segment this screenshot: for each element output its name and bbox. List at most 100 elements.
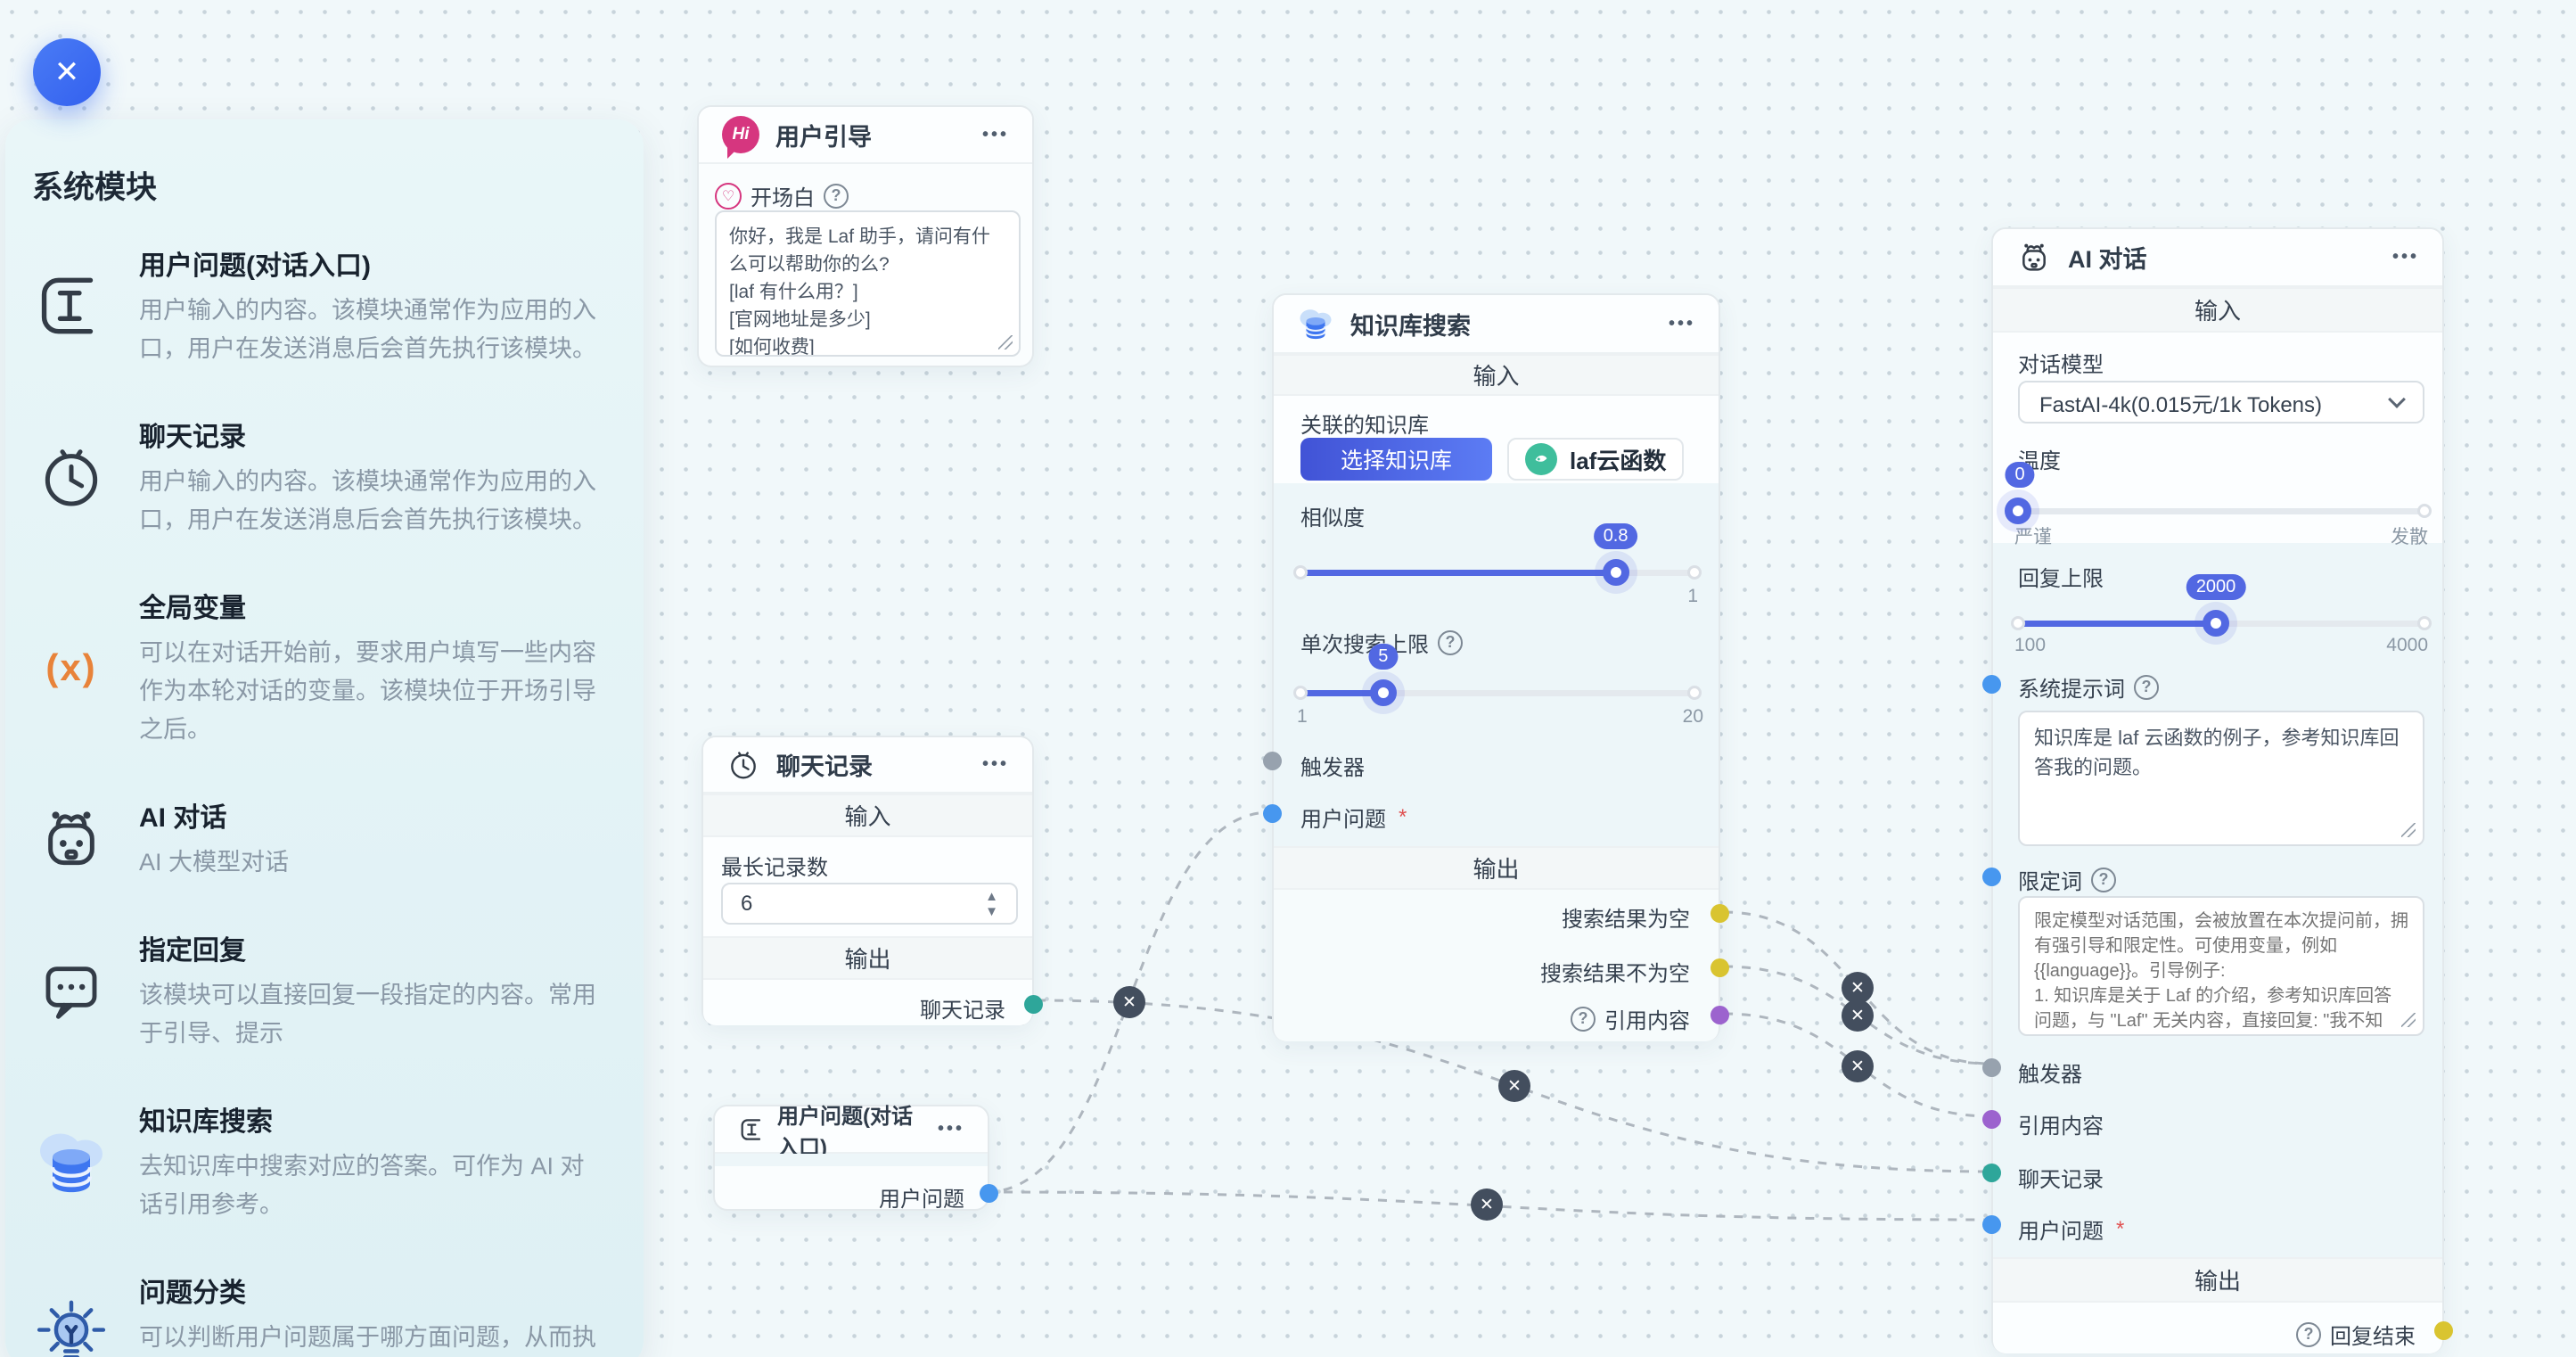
robot-icon <box>2022 243 2046 271</box>
search-limit-slider[interactable]: 5 1 20 <box>1293 644 1703 727</box>
delete-edge-icon[interactable]: ✕ <box>1471 1188 1503 1221</box>
output-section-band: 输出 <box>703 936 1032 980</box>
slider-min: 100 <box>2014 635 2047 655</box>
help-icon[interactable]: ? <box>1571 1006 1596 1032</box>
max-records-input[interactable]: 6 ▲▼ <box>721 883 1018 925</box>
more-menu-icon[interactable]: ••• <box>981 754 1009 774</box>
sidebar-item-ai-chat[interactable]: AI 对话 AI 大模型对话 <box>29 795 608 882</box>
max-reply-slider[interactable]: 2000 100 4000 <box>2011 574 2432 655</box>
port-quote-out[interactable] <box>1710 1006 1729 1024</box>
more-menu-icon[interactable]: ••• <box>1668 313 1695 333</box>
slider-max: 1 <box>1687 586 1698 606</box>
close-button[interactable]: ✕ <box>33 38 101 106</box>
node-ai-chat[interactable]: AI 对话 ••• 输入 对话模型 FastAI-4k(0.015元/1k To… <box>1982 227 2453 1353</box>
input-quote-label: 引用内容 <box>2018 1114 2104 1139</box>
slider-handle[interactable] <box>2005 498 2031 524</box>
port-question-in[interactable] <box>1982 1215 2001 1234</box>
similarity-slider[interactable]: 0.8 1 <box>1293 523 1702 606</box>
sidebar-item-question-classify[interactable]: 问题分类 可以判断用户问题属于哪方面问题，从而执行不同的操作。 <box>29 1271 608 1357</box>
item-title: 用户问题(对话入口) <box>139 251 371 281</box>
welcome-text-input[interactable]: 你好，我是 Laf 助手，请问有什么可以帮助你的么? [laf 有什么用？] [… <box>715 210 1021 357</box>
clock-icon <box>731 751 756 778</box>
node-title: 用户引导 <box>775 123 872 151</box>
limit-words-input[interactable] <box>2018 896 2424 1036</box>
port-history-in[interactable] <box>1982 1164 2001 1182</box>
item-title: AI 对话 <box>139 803 227 833</box>
model-select[interactable]: FastAI-4k(0.015元/1k Tokens) <box>2018 381 2424 424</box>
help-icon[interactable]: ? <box>2134 674 2159 700</box>
item-desc: AI 大模型对话 <box>139 849 290 876</box>
step-up-icon: ▲ <box>985 888 998 904</box>
slider-min: 1 <box>1297 706 1308 727</box>
port-system-prompt-in[interactable] <box>1982 675 2001 694</box>
port-finish-out[interactable] <box>2434 1321 2453 1340</box>
temp-max-label: 发散 <box>2391 527 2428 547</box>
port-history-out[interactable] <box>1024 995 1043 1014</box>
output-history-label: 聊天记录 <box>920 999 1005 1023</box>
item-title: 指定回复 <box>139 936 246 966</box>
select-kb-button[interactable]: 选择知识库 <box>1300 438 1492 481</box>
item-title: 知识库搜索 <box>139 1107 273 1137</box>
output-question-label: 用户问题 <box>879 1188 964 1212</box>
more-menu-icon[interactable]: ••• <box>2391 247 2419 267</box>
port-quote-in[interactable] <box>1982 1110 2001 1129</box>
heart-bubble-icon: ♡ <box>715 182 742 210</box>
temperature-slider[interactable]: 0 严谨 发散 <box>2005 462 2432 547</box>
delete-edge-icon[interactable]: ✕ <box>1842 972 1874 1004</box>
more-menu-icon[interactable]: ••• <box>937 1119 964 1139</box>
item-desc: 用户输入的内容。该模块通常作为应用的入口，用户在发送消息后会首先执行该模块。 <box>139 297 596 362</box>
input-question-label: 用户问题* <box>1300 804 1407 833</box>
sidebar-item-global-variables[interactable]: (x) 全局变量 可以在对话开始前，要求用户填写一些内容作为本轮对话的变量。该模… <box>29 586 608 749</box>
limit-words-label: 限定词 ? <box>2018 864 2116 895</box>
sidebar-item-kb-search[interactable]: 知识库搜索 去知识库中搜索对应的答案。可作为 AI 对话引用参考。 <box>29 1099 608 1224</box>
kb-tag[interactable]: laf云函数 <box>1507 438 1685 481</box>
node-chat-history[interactable]: 聊天记录 ••• 输入 最长记录数 6 ▲▼ 输出 聊天记录 <box>701 736 1043 1025</box>
input-trigger-label: 触发器 <box>1300 756 1365 780</box>
delete-edge-icon[interactable]: ✕ <box>1113 986 1145 1018</box>
item-desc: 该模块可以直接回复一段指定的内容。常用于引导、提示 <box>139 982 596 1047</box>
kb-search-icon <box>29 1099 114 1224</box>
delete-edge-icon[interactable]: ✕ <box>1842 999 1874 1032</box>
delete-edge-icon[interactable]: ✕ <box>1842 1050 1874 1082</box>
port-not-empty-out[interactable] <box>1710 958 1729 977</box>
node-kb-search[interactable]: 知识库搜索 ••• 输入 关联的知识库 选择知识库 laf云函数 相似度 0.8… <box>1263 293 1729 1041</box>
system-prompt-input[interactable]: 知识库是 laf 云函数的例子，参考知识库回答我的问题。 <box>2018 711 2424 846</box>
max-reply-label: 回复上限 <box>2018 567 2104 591</box>
system-prompt-label: 系统提示词 ? <box>2018 671 2159 703</box>
slider-handle[interactable] <box>1369 679 1397 706</box>
sidebar-item-chat-history[interactable]: 聊天记录 用户输入的内容。该模块通常作为应用的入口，用户在发送消息后会首先执行该… <box>29 415 608 539</box>
node-title: 用户问题(对话入口) <box>777 1104 913 1160</box>
reply-bubble-icon <box>29 928 114 1053</box>
item-desc: 去知识库中搜索对应的答案。可作为 AI 对话引用参考。 <box>139 1153 585 1218</box>
text-cursor-icon <box>29 243 114 368</box>
sidebar-item-fixed-reply[interactable]: 指定回复 该模块可以直接回复一段指定的内容。常用于引导、提示 <box>29 928 608 1053</box>
number-stepper[interactable]: ▲▼ <box>985 890 998 918</box>
slider-handle[interactable] <box>2203 610 2230 637</box>
delete-edge-icon[interactable]: ✕ <box>1498 1070 1530 1102</box>
port-trigger-in[interactable] <box>1263 752 1282 770</box>
port-empty-out[interactable] <box>1710 904 1729 923</box>
help-icon[interactable]: ? <box>2296 1321 2321 1347</box>
slider-handle[interactable] <box>1602 559 1629 586</box>
help-icon[interactable]: ? <box>2091 867 2116 892</box>
similarity-label: 相似度 <box>1300 506 1365 530</box>
input-section-band: 输入 <box>1274 354 1719 396</box>
item-desc: 可以判断用户问题属于哪方面问题，从而执行不同的操作。 <box>139 1324 596 1351</box>
port-question-in[interactable] <box>1263 804 1282 823</box>
max-records-label: 最长记录数 <box>721 856 828 880</box>
node-user-guide[interactable]: Hi 用户引导 ••• ♡ 开场白 ? 你好，我是 Laf 助手，请问有什么可以… <box>697 105 1034 367</box>
help-icon[interactable]: ? <box>1438 629 1463 655</box>
input-trigger-label: 触发器 <box>2018 1063 2082 1087</box>
more-menu-icon[interactable]: ••• <box>981 124 1009 144</box>
port-trigger-in[interactable] <box>1982 1058 2001 1077</box>
item-title: 问题分类 <box>139 1279 246 1308</box>
item-desc: 用户输入的内容。该模块通常作为应用的入口，用户在发送消息后会首先执行该模块。 <box>139 468 596 533</box>
help-icon[interactable]: ? <box>824 183 849 209</box>
port-limit-words-in[interactable] <box>1982 868 2001 886</box>
node-title: 知识库搜索 <box>1350 312 1471 340</box>
port-question-out[interactable] <box>980 1184 998 1203</box>
sidebar-item-user-question[interactable]: 用户问题(对话入口) 用户输入的内容。该模块通常作为应用的入口，用户在发送消息后… <box>29 243 608 368</box>
node-user-question[interactable]: 用户问题(对话入口) ••• 用户问题 <box>713 1105 998 1212</box>
output-section-band: 输出 <box>1274 846 1719 890</box>
close-icon: ✕ <box>53 55 80 89</box>
